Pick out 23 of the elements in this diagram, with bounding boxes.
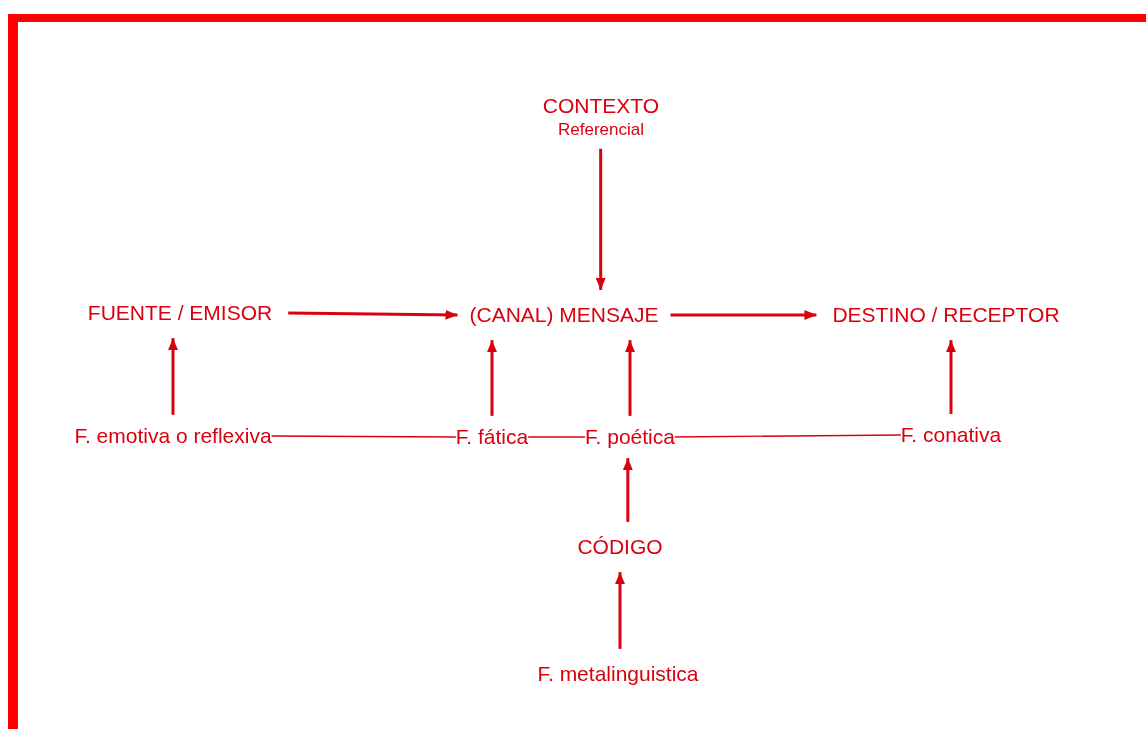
node-label: F. metalinguistica: [537, 660, 699, 687]
connector-line: [271, 435, 457, 438]
arrow: [946, 340, 956, 414]
node-label: F. poética: [585, 423, 675, 450]
node-label: F. fática: [455, 423, 529, 450]
node-label: DESTINO / RECEPTOR: [832, 301, 1060, 328]
node-sublabel: Referencial: [558, 119, 644, 141]
node-label: F. emotiva o reflexiva: [74, 422, 272, 449]
arrow: [622, 458, 633, 522]
connector-line: [674, 434, 902, 438]
arrow: [288, 309, 458, 320]
node-label: F. conativa: [900, 421, 1002, 448]
arrow: [487, 340, 497, 416]
arrow: [670, 310, 817, 320]
node-label: (CANAL) MENSAJE: [469, 301, 659, 328]
arrow: [615, 572, 625, 649]
arrow: [595, 148, 606, 290]
arrow: [625, 340, 635, 416]
node-label: CONTEXTO: [542, 93, 660, 120]
node-label: FUENTE / EMISOR: [87, 299, 273, 326]
node-label: CÓDIGO: [577, 533, 663, 560]
connector-line: [527, 436, 586, 438]
arrow: [168, 338, 178, 415]
